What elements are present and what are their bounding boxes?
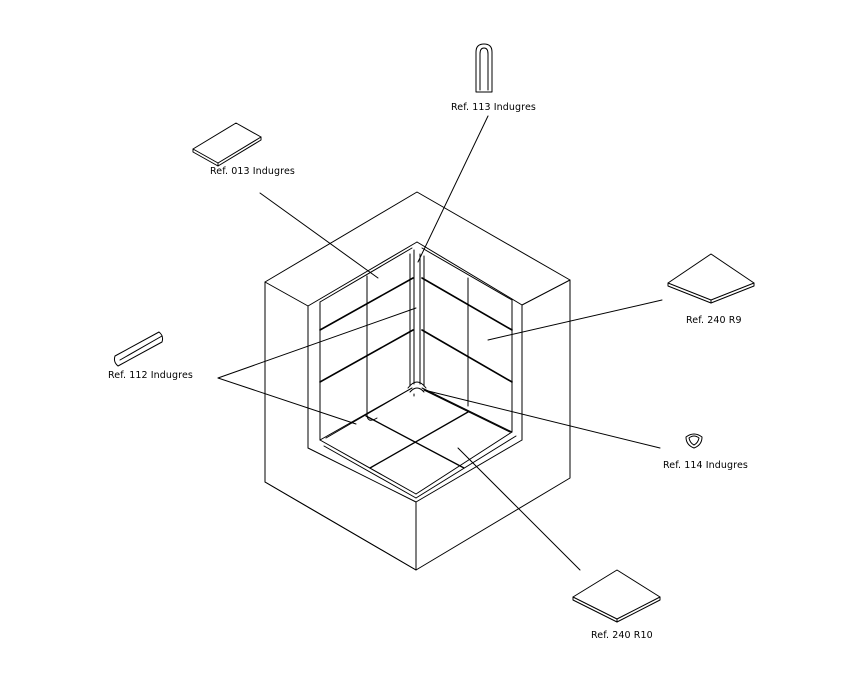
label-ref-013: Ref. 013 Indugres bbox=[210, 166, 295, 177]
cove-corner bbox=[407, 381, 427, 393]
label-ref-240-r10: Ref. 240 R10 bbox=[591, 630, 653, 641]
recess bbox=[307, 241, 523, 503]
label-ref-114: Ref. 114 Indugres bbox=[663, 460, 748, 471]
outer-block bbox=[264, 191, 571, 571]
label-ref-113: Ref. 113 Indugres bbox=[451, 102, 536, 113]
right-wall-tiles bbox=[419, 247, 513, 433]
floor-tiles bbox=[319, 387, 517, 499]
piece-ref-240-r9 bbox=[667, 253, 755, 304]
piece-ref-013 bbox=[192, 122, 262, 167]
leader-lines bbox=[217, 115, 663, 571]
left-wall-tiles bbox=[319, 247, 415, 441]
label-ref-240-r9: Ref. 240 R9 bbox=[686, 315, 742, 326]
piece-ref-112 bbox=[113, 331, 164, 367]
label-ref-112: Ref. 112 Indugres bbox=[108, 370, 193, 381]
piece-ref-114 bbox=[685, 433, 703, 449]
piece-ref-113 bbox=[475, 43, 493, 93]
piece-ref-240-r10 bbox=[572, 569, 661, 623]
